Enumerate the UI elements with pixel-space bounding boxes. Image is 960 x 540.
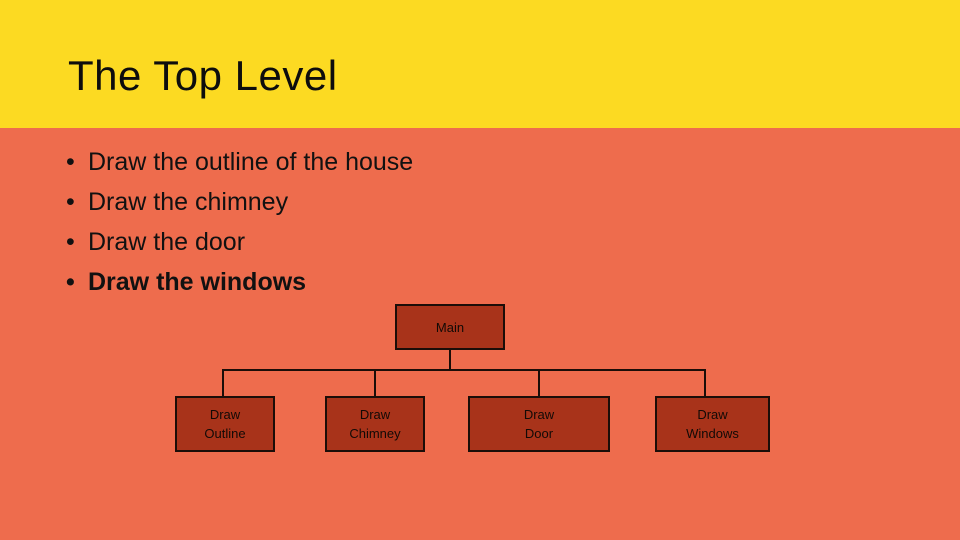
node-label-line1: Draw — [523, 407, 555, 422]
node-label-line1: Main — [435, 319, 465, 335]
node-label-line2: Door — [524, 426, 554, 441]
bullet-text: Draw the outline of the house — [88, 148, 414, 176]
connector-child-3 — [538, 369, 540, 397]
node-draw-door[interactable]: Draw Door — [468, 396, 610, 452]
connector-horizontal-bus — [222, 369, 706, 371]
node-draw-outline[interactable]: Draw Outline — [175, 396, 275, 452]
node-draw-chimney[interactable]: Draw Chimney — [325, 396, 425, 452]
bullet-text: Draw the windows — [88, 268, 307, 296]
connector-child-4 — [704, 369, 706, 397]
connector-child-1 — [222, 369, 224, 397]
bullet-marker: • — [66, 148, 75, 176]
node-label-line2: Chimney — [349, 426, 401, 441]
bullet-marker: • — [66, 268, 75, 296]
list-item: • Draw the chimney — [66, 182, 906, 222]
list-item: • Draw the windows — [66, 262, 906, 302]
title-banner: The Top Level — [0, 0, 960, 128]
node-label-line1: Draw — [209, 407, 241, 422]
connector-child-2 — [374, 369, 376, 397]
bullet-text: Draw the chimney — [88, 188, 289, 216]
node-label-line2: Windows — [686, 426, 739, 441]
node-draw-windows[interactable]: Draw Windows — [655, 396, 770, 452]
bullet-text: Draw the door — [88, 228, 246, 256]
bullet-list: • Draw the outline of the house • Draw t… — [66, 142, 906, 302]
list-item: • Draw the outline of the house — [66, 142, 906, 182]
list-item: • Draw the door — [66, 222, 906, 262]
node-label-line2: Outline — [204, 426, 246, 441]
connector-root-stem — [449, 350, 451, 371]
node-label-line1: Draw — [359, 407, 391, 422]
bullet-marker: • — [66, 188, 75, 216]
node-main[interactable]: Main — [395, 304, 505, 350]
page-title: The Top Level — [68, 52, 338, 99]
bullet-marker: • — [66, 228, 75, 256]
node-label-line1: Draw — [697, 407, 728, 422]
